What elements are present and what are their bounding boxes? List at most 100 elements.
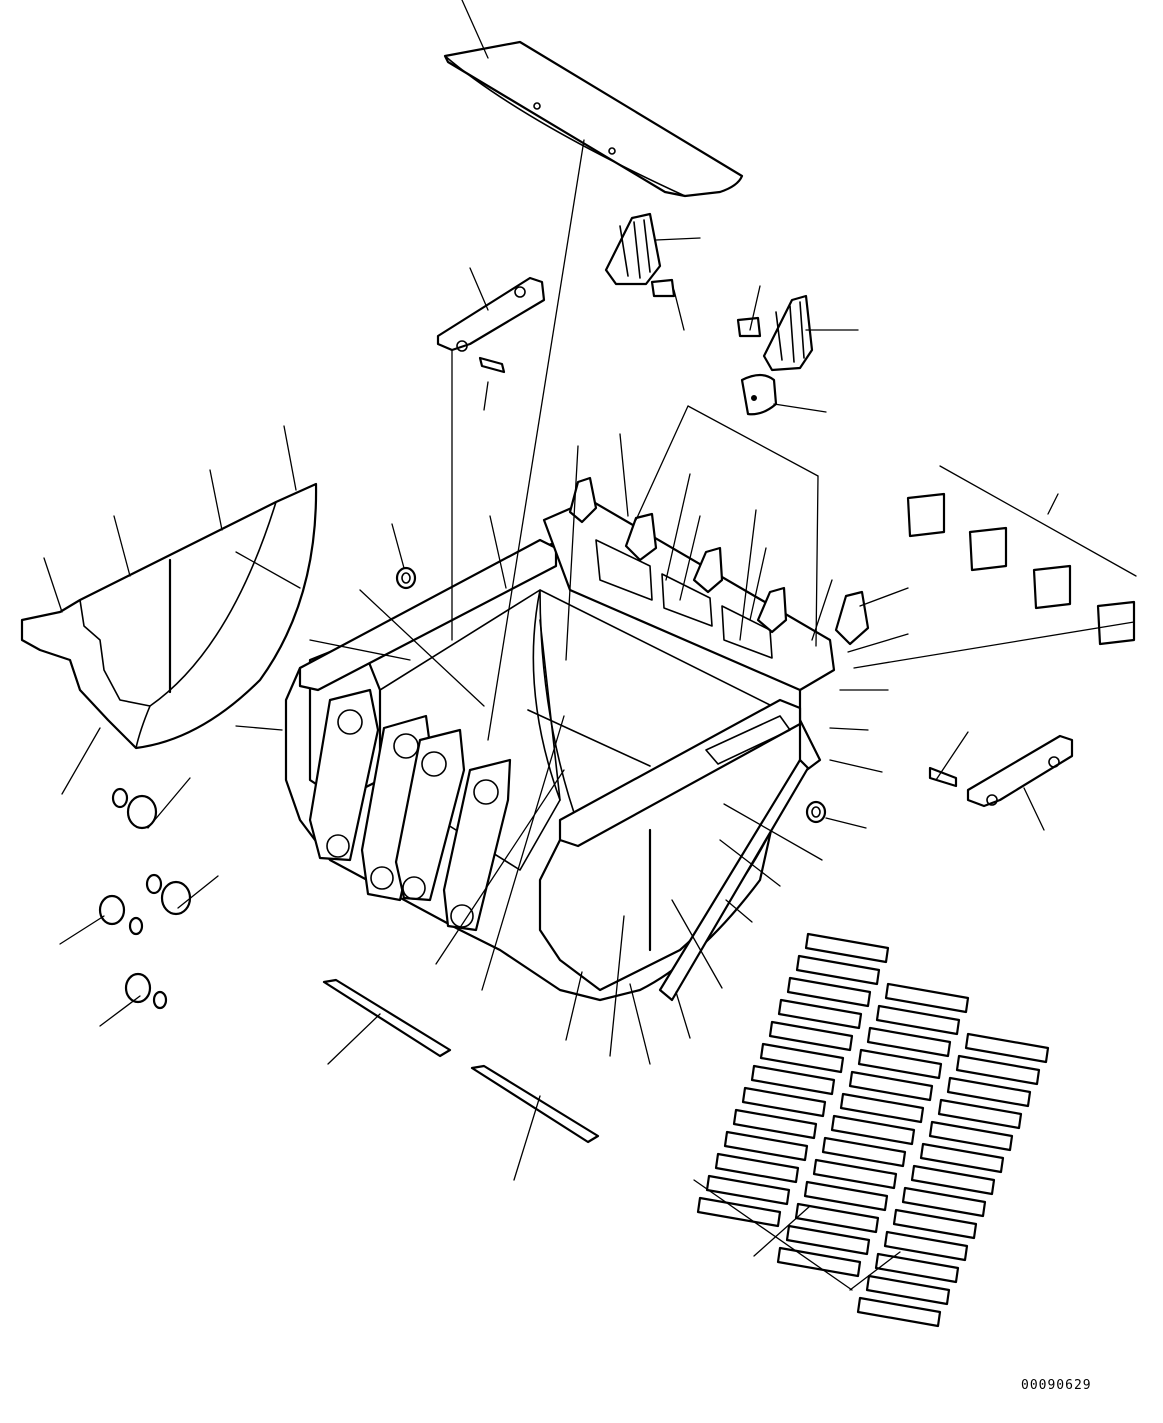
leader-line [847, 633, 909, 653]
leader-line [939, 465, 1137, 577]
leader-line [853, 621, 1135, 669]
leader-line [655, 237, 701, 241]
right-side-protector [966, 734, 1074, 808]
leader-line [753, 1205, 811, 1257]
leader-line [147, 777, 191, 829]
wear-plate [795, 954, 881, 986]
wear-plate [821, 1136, 907, 1168]
wear-plate [901, 1186, 987, 1218]
leader-line [719, 839, 781, 887]
washer-right [805, 800, 827, 824]
wear-plate [910, 1164, 996, 1196]
tooth-adapter-right [762, 294, 814, 372]
leader-line [825, 817, 867, 829]
wear-plate [786, 976, 872, 1008]
wear-plate [856, 1296, 942, 1328]
wear-plate [955, 1054, 1041, 1086]
leader-line [859, 587, 909, 607]
leader-line [773, 403, 827, 413]
leader-line [1047, 493, 1059, 515]
drawing-number: 00090629 [1021, 1378, 1092, 1393]
leader-line [283, 425, 297, 491]
leader-line [739, 509, 757, 641]
leader-line [483, 381, 489, 411]
leader-line [609, 915, 625, 1057]
wear-pads [906, 492, 1136, 646]
leader-line [815, 475, 819, 647]
wear-plate [964, 1032, 1050, 1064]
wear-plate [785, 1224, 871, 1256]
leader-line [99, 995, 141, 1027]
wear-plate [937, 1098, 1023, 1130]
wear-plate [892, 1208, 978, 1240]
wear-plate [803, 1180, 889, 1212]
bucket-body [284, 498, 836, 1002]
wear-plate [875, 1004, 961, 1036]
leader-line [811, 579, 833, 641]
leader-line [675, 991, 691, 1039]
tooth-adapter-top [604, 212, 662, 286]
leader-line [565, 971, 583, 1041]
wear-plate [848, 1070, 934, 1102]
bottom-strip-right [470, 1064, 600, 1144]
leader-line [359, 589, 485, 707]
leader-line [671, 899, 723, 989]
wear-plate [723, 1130, 809, 1162]
lock-pin-right [736, 316, 762, 338]
leader-line [235, 551, 301, 589]
top-cover-plate [443, 40, 744, 198]
leader-line [327, 1013, 381, 1065]
wear-plate [777, 998, 863, 1030]
wear-plate [839, 1092, 925, 1124]
leader-line [723, 803, 823, 861]
leader-line [635, 405, 689, 521]
leader-line [209, 469, 223, 531]
wear-plate [804, 932, 890, 964]
leader-line [749, 547, 767, 621]
wear-plate [776, 1246, 862, 1278]
leader-line [829, 759, 883, 773]
leader-line [61, 727, 101, 795]
wear-plate [732, 1108, 818, 1140]
wear-plate [919, 1142, 1005, 1174]
leader-line [687, 405, 819, 477]
wear-plate [794, 1202, 880, 1234]
top-side-protector [436, 276, 546, 352]
leader-line [673, 289, 685, 331]
wear-plate [946, 1076, 1032, 1108]
wear-plate [812, 1158, 898, 1190]
wear-plate [830, 1114, 916, 1146]
side-cutter-left [20, 482, 318, 750]
leader-line [43, 557, 63, 613]
mounted-teeth [568, 476, 870, 659]
leader-line [749, 285, 761, 331]
lock-pin-top [650, 278, 676, 298]
wear-plate [883, 1230, 969, 1262]
bottom-strip-left [322, 978, 452, 1058]
wear-plate [874, 1252, 960, 1284]
leader-line [113, 515, 131, 577]
leader-line [59, 915, 105, 945]
leader-line [679, 515, 701, 601]
leader-line [177, 875, 219, 909]
leader-line [487, 139, 585, 741]
tooth-cap [740, 373, 778, 416]
leader-line [565, 445, 579, 661]
leader-line [619, 433, 629, 517]
wear-plate [750, 1064, 836, 1096]
wear-plate [741, 1086, 827, 1118]
leader-line [481, 715, 565, 991]
leader-line [693, 1179, 853, 1291]
washer-left [395, 566, 417, 590]
leader-line [461, 0, 489, 59]
wear-plate [866, 1026, 952, 1058]
leader-line [1023, 787, 1045, 831]
leader-line [829, 727, 869, 731]
leader-line [935, 731, 969, 781]
leader-line [725, 899, 753, 923]
pin-top [478, 356, 506, 374]
wear-plate-array [696, 932, 1050, 1328]
leader-line [665, 473, 691, 581]
leader-line [629, 983, 651, 1065]
